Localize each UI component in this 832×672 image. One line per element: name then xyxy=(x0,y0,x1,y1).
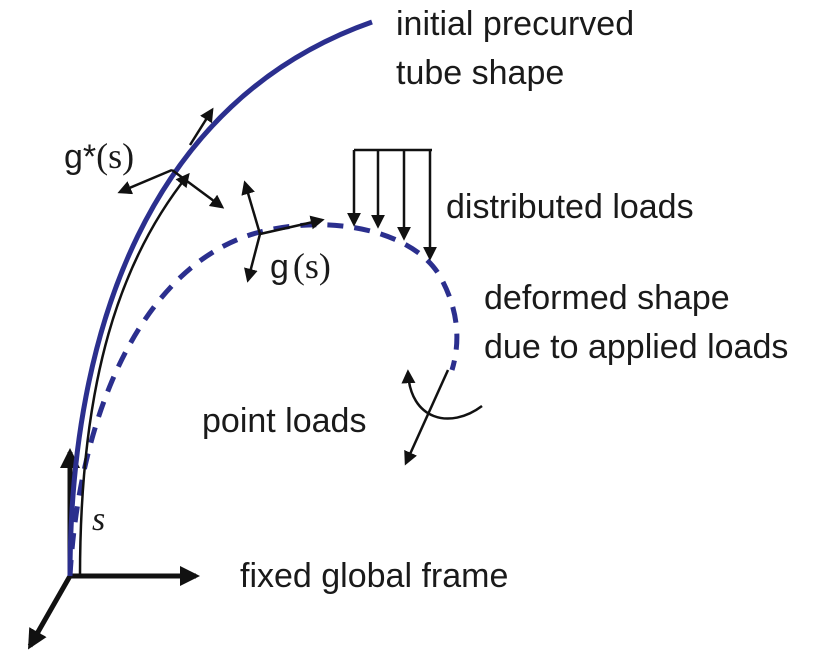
g-symbol: g xyxy=(270,248,289,286)
distributed-loads-arrows xyxy=(347,148,437,261)
g-star-axis-2 xyxy=(171,168,225,209)
g-argument: (s) xyxy=(293,246,331,286)
g-star-label: g*(s) xyxy=(64,136,134,176)
point-moment-arc xyxy=(401,369,483,420)
initial-shape-label-line2: tube shape xyxy=(396,54,564,92)
arc-length-arrow xyxy=(78,172,190,577)
initial-tube-curve xyxy=(67,19,373,577)
deformed-shape-label-line1: deformed shape xyxy=(484,279,730,317)
point-loads-label: point loads xyxy=(202,402,366,440)
global-frame xyxy=(27,448,200,650)
g-axis-2 xyxy=(259,215,325,236)
fixed-frame-label: fixed global frame xyxy=(240,557,508,595)
tangent-arrow xyxy=(188,107,214,146)
deformed-shape-label-line2: due to applied loads xyxy=(484,328,788,366)
arc-length-label: s xyxy=(92,501,105,538)
point-force-arrow xyxy=(404,369,450,466)
g-axis-3 xyxy=(244,233,262,283)
g-star-frame xyxy=(117,168,225,209)
g-star-argument: (s) xyxy=(96,136,134,176)
g-axis-1 xyxy=(241,180,262,235)
point-loads-symbol xyxy=(401,369,483,466)
distributed-loads-label: distributed loads xyxy=(446,188,694,226)
g-star-axis-1 xyxy=(117,168,173,195)
g-star-symbol: g* xyxy=(64,138,96,176)
initial-shape-label-line1: initial precurved xyxy=(396,5,634,43)
g-frame xyxy=(241,180,325,283)
g-label: g(s) xyxy=(270,246,331,286)
frame-y-axis xyxy=(27,574,73,650)
